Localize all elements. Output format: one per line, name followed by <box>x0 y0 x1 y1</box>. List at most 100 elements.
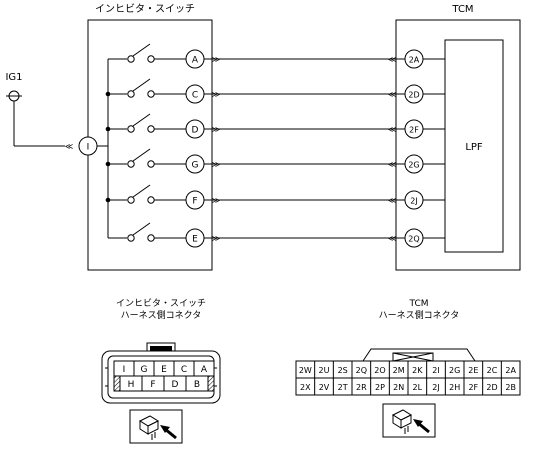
signal-row: D ≫ ≪ 2F <box>105 113 445 139</box>
connector-chevron: ≫ <box>212 196 220 205</box>
switch-lever <box>132 43 151 57</box>
tcm-connector-pin: 2M <box>393 366 405 375</box>
tcm-terminal-label: 2G <box>408 161 419 170</box>
switch-connector-pin: A <box>201 365 208 375</box>
tcm-connector-pin: 2H <box>449 383 460 392</box>
switch-connector-title-2: ハーネス側コネクタ <box>121 309 202 321</box>
tcm-connector-pin: 2B <box>505 383 516 392</box>
tcm-connector-pin: 2Q <box>356 366 367 375</box>
switch-contact <box>127 234 135 242</box>
switch-contact <box>147 160 155 168</box>
tcm-connector-pin: 2G <box>449 366 460 375</box>
switch-lever <box>132 222 151 236</box>
connector-chevron: ≪ <box>388 55 396 64</box>
switch-lever <box>132 184 151 198</box>
tcm-terminal-label: 2D <box>408 91 419 100</box>
switch-contact <box>147 55 155 63</box>
tcm-connector-pin: 2R <box>356 383 367 392</box>
switch-contact <box>127 90 135 98</box>
lpf-label: LPF <box>465 142 483 153</box>
tcm-connector-pin: 2E <box>468 366 478 375</box>
switch-connector-pin: C <box>181 365 187 375</box>
tcm-connector-pin: 2O <box>374 366 385 375</box>
tcm-connector-pin: 2F <box>468 383 478 392</box>
tcm-connector-title-2: ハーネス側コネクタ <box>379 309 460 321</box>
junction-dot <box>105 91 111 97</box>
ig1-label: IG1 <box>5 72 22 83</box>
tcm-connector-pin: 2C <box>487 366 498 375</box>
junction-dot <box>105 161 111 167</box>
tcm-connector-pin: 2S <box>338 366 348 375</box>
tcm-connector-pin: 2V <box>319 383 330 392</box>
switch-connector-pin: E <box>161 365 167 375</box>
tcm-terminal-label: 2F <box>409 126 419 135</box>
connector-chevron: ≫ <box>212 234 220 243</box>
switch-lever <box>132 78 151 92</box>
junction-dot <box>105 126 111 132</box>
signal-row: F≫≪2J <box>105 184 445 210</box>
switch-title: インヒビタ・スイッチ <box>95 3 195 15</box>
switch-contact <box>127 125 135 133</box>
signal-row: A ≫ ≪ 2A <box>108 43 445 69</box>
tcm-connector-pin: 2A <box>505 366 516 375</box>
tcm-view-direction-icon <box>382 403 436 438</box>
terminal-i-label: I <box>87 143 90 153</box>
switch-lever <box>132 113 151 127</box>
switch-connector-title-1: インヒビタ・スイッチ <box>116 298 206 309</box>
connector-chevron: ≫ <box>212 90 220 99</box>
tcm-terminal-label: 2J <box>410 197 417 206</box>
connector-chevron: ≫ <box>212 55 220 64</box>
connector-chevron: ≪ <box>388 125 396 134</box>
switch-contact <box>127 160 135 168</box>
signal-row: E ≫ ≪ 2Q <box>108 222 445 248</box>
tcm-connector-pin: 2U <box>319 366 330 375</box>
tcm-title: TCM <box>451 4 473 15</box>
tcm-connector-pin: 2T <box>338 383 348 392</box>
switch-contact <box>147 196 155 204</box>
switch-lever <box>132 148 151 162</box>
switch-terminal-label: E <box>192 235 198 245</box>
connector-chevron: ≪ <box>388 196 396 205</box>
connector-chevron: ≫ <box>212 160 220 169</box>
connector-chevron: ≪ <box>388 234 396 243</box>
switch-terminal-label: D <box>192 126 199 136</box>
switch-contact <box>147 125 155 133</box>
tcm-terminal-label: 2Q <box>408 235 419 244</box>
tcm-connector-pin: 2N <box>393 383 404 392</box>
switch-contact <box>147 90 155 98</box>
tcm-connector-title-1: TCM <box>408 299 428 309</box>
junction-dot <box>105 197 111 203</box>
tcm-connector-pin: 2X <box>300 383 311 392</box>
tcm-connector-pin: 2L <box>413 383 423 392</box>
tcm-connector-pin: 2P <box>375 383 385 392</box>
switch-contact <box>127 196 135 204</box>
tcm-terminal-label: 2A <box>409 56 420 65</box>
switch-contact <box>147 234 155 242</box>
tcm-box <box>395 19 521 271</box>
switch-connector-pin: I <box>123 365 126 375</box>
tcm-connector-pin: 2D <box>486 383 497 392</box>
lpf-box <box>444 39 504 253</box>
switch-contact <box>127 55 135 63</box>
switch-view-direction-icon <box>129 409 183 444</box>
tcm-connector-pin: 2I <box>432 366 439 375</box>
ig1-connector-chevron: ≪ <box>65 142 73 151</box>
tcm-connector-cells: 2W 2U 2S 2Q 2O 2M 2K 2I 2G 2E 2C 2A 2X 2V 2T 2R 2P 2N 2L 2J… <box>296 361 520 395</box>
tcm-connector-pin: 2W <box>299 366 312 375</box>
connector-chevron: ≪ <box>388 90 396 99</box>
switch-connector-pin: H <box>128 380 135 390</box>
connector-chevron: ≪ <box>388 160 396 169</box>
signal-rows: A≫≪2AC≫≪2DD≫≪2FG≫≪2GF≫≪2JE≫≪2Q <box>105 43 445 248</box>
tcm-connector-pin: 2K <box>412 366 423 375</box>
switch-terminal-label: A <box>192 56 199 66</box>
switch-connector-pin: G <box>141 365 148 375</box>
switch-terminal-label: C <box>192 91 198 101</box>
connector-chevron: ≫ <box>212 125 220 134</box>
signal-row: C ≫ ≪ 2D <box>105 78 445 104</box>
switch-terminal-label: G <box>192 161 199 171</box>
switch-connector-pin: D <box>172 380 179 390</box>
switch-connector-pin: F <box>150 380 155 390</box>
signal-row: G ≫ ≪ 2G <box>105 148 445 174</box>
tcm-connector-pin: 2J <box>432 383 439 392</box>
